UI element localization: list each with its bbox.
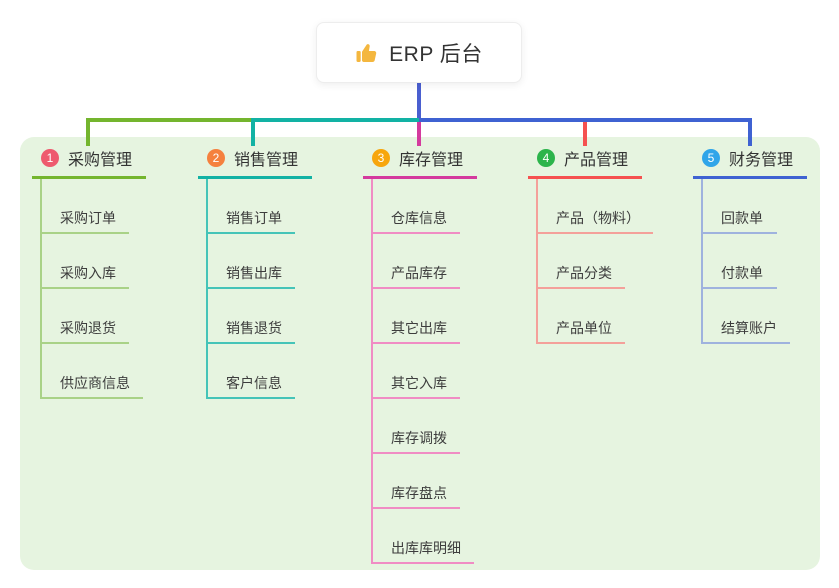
branch-purchase-children: 采购订单 采购入库 采购退货 供应商信息 xyxy=(40,179,146,399)
branch-inventory-children: 仓库信息 产品库存 其它出库 其它入库 库存调拨 库存盘点 出库库明细 xyxy=(371,179,477,564)
node-product-material[interactable]: 产品（物料） xyxy=(538,179,653,234)
node-outbound-detail[interactable]: 出库库明细 xyxy=(373,509,474,564)
branch2-drop-line xyxy=(251,118,255,146)
branch-product: 4 产品管理 产品（物料） 产品分类 产品单位 xyxy=(528,146,653,344)
branch-finance-header[interactable]: 5 财务管理 xyxy=(693,146,807,179)
branch-sales-header[interactable]: 2 销售管理 xyxy=(198,146,312,179)
node-product-stock[interactable]: 产品库存 xyxy=(373,234,460,289)
node-purchase-inbound[interactable]: 采购入库 xyxy=(42,234,129,289)
node-warehouse-info[interactable]: 仓库信息 xyxy=(373,179,460,234)
node-sales-order[interactable]: 销售订单 xyxy=(208,179,295,234)
branch-label: 财务管理 xyxy=(729,152,794,169)
branch-product-children: 产品（物料） 产品分类 产品单位 xyxy=(536,179,653,344)
branch4-drop-line xyxy=(583,122,587,146)
node-supplier-info[interactable]: 供应商信息 xyxy=(42,344,143,399)
branch-number-badge: 2 xyxy=(207,149,225,167)
branch-sales-children: 销售订单 销售出库 销售退货 客户信息 xyxy=(206,179,312,399)
branch5-drop-line xyxy=(748,118,752,146)
root-label: ERP 后台 xyxy=(389,42,483,66)
connector-segment-green xyxy=(86,118,255,122)
branches-background-panel xyxy=(20,137,820,570)
branch-number-badge: 3 xyxy=(372,149,390,167)
branch-sales: 2 销售管理 销售订单 销售出库 销售退货 客户信息 xyxy=(198,146,312,399)
branch1-drop-line xyxy=(86,118,90,146)
branch-label: 产品管理 xyxy=(564,152,629,169)
branch-product-header[interactable]: 4 产品管理 xyxy=(528,146,642,179)
connector-segment-blue xyxy=(419,118,752,122)
branch-purchase: 1 采购管理 采购订单 采购入库 采购退货 供应商信息 xyxy=(32,146,146,399)
node-other-inbound[interactable]: 其它入库 xyxy=(373,344,460,399)
branch-label: 采购管理 xyxy=(68,152,133,169)
node-sales-outbound[interactable]: 销售出库 xyxy=(208,234,295,289)
root-connector-line xyxy=(417,83,421,120)
root-node[interactable]: ERP 后台 xyxy=(316,22,522,83)
node-product-category[interactable]: 产品分类 xyxy=(538,234,625,289)
connector-segment-teal xyxy=(253,118,419,122)
node-sales-return[interactable]: 销售退货 xyxy=(208,289,295,344)
thumbs-up-icon xyxy=(356,43,377,62)
branch-label: 销售管理 xyxy=(234,152,299,169)
branch-label: 库存管理 xyxy=(399,152,464,169)
branch3-drop-line xyxy=(417,122,421,146)
node-product-unit[interactable]: 产品单位 xyxy=(538,289,625,344)
node-settlement-account[interactable]: 结算账户 xyxy=(703,289,790,344)
branch-finance-children: 回款单 付款单 结算账户 xyxy=(701,179,807,344)
node-payment-bill[interactable]: 付款单 xyxy=(703,234,777,289)
node-receipt-bill[interactable]: 回款单 xyxy=(703,179,777,234)
branch-inventory-header[interactable]: 3 库存管理 xyxy=(363,146,477,179)
branch-number-badge: 4 xyxy=(537,149,555,167)
node-purchase-order[interactable]: 采购订单 xyxy=(42,179,129,234)
node-stock-transfer[interactable]: 库存调拨 xyxy=(373,399,460,454)
branch-inventory: 3 库存管理 仓库信息 产品库存 其它出库 其它入库 库存调拨 库存盘点 出库库… xyxy=(363,146,477,564)
branch-purchase-header[interactable]: 1 采购管理 xyxy=(32,146,146,179)
branch-number-badge: 1 xyxy=(41,149,59,167)
node-customer-info[interactable]: 客户信息 xyxy=(208,344,295,399)
node-stock-taking[interactable]: 库存盘点 xyxy=(373,454,460,509)
node-purchase-return[interactable]: 采购退货 xyxy=(42,289,129,344)
branch-finance: 5 财务管理 回款单 付款单 结算账户 xyxy=(693,146,807,344)
node-other-outbound[interactable]: 其它出库 xyxy=(373,289,460,344)
branch-number-badge: 5 xyxy=(702,149,720,167)
